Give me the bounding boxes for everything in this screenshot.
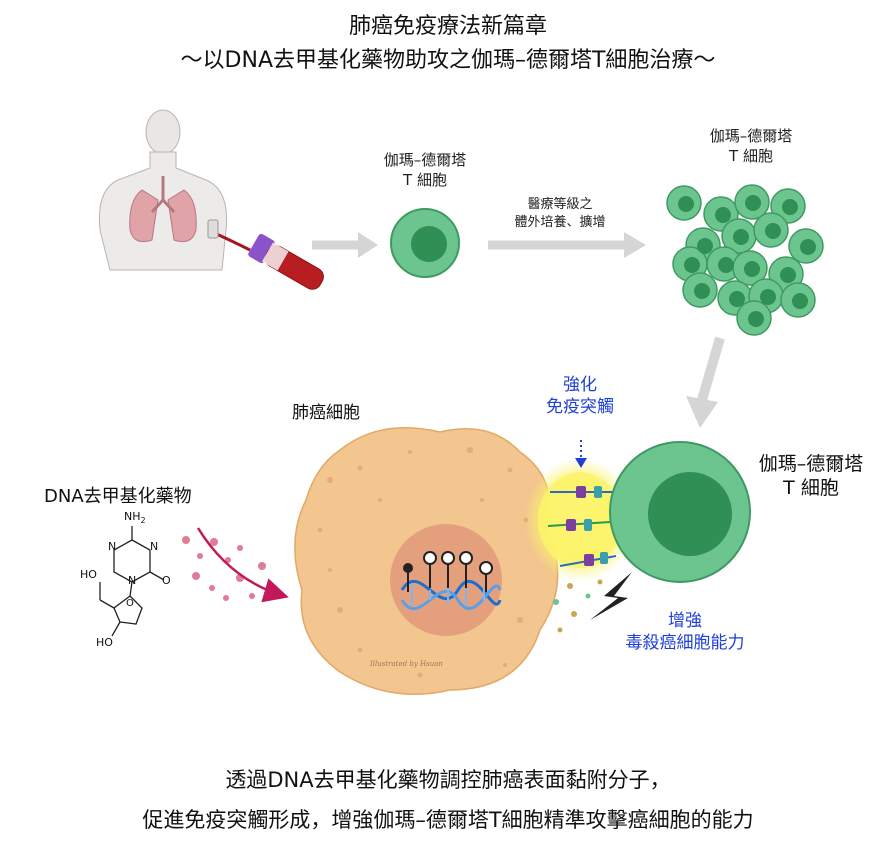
chemical-structure (99, 526, 165, 637)
illustrator-signature: Illustrated by Hsuan (370, 660, 443, 668)
caption-line-1: 透過DNA去甲基化藥物調控肺癌表面黏附分子， (225, 768, 671, 792)
page-subtitle: ～以DNA去甲基化藥物助攻之伽瑪–德爾塔T細胞治療～ (180, 48, 716, 73)
drug-particles (182, 527, 289, 603)
chem-n2: N (150, 540, 159, 553)
blood-tube (207, 219, 324, 290)
chem-nh2: NH2 (124, 510, 146, 526)
chem-o: O (162, 574, 171, 587)
chem-o-ring: O (126, 598, 134, 609)
synapse-label: 強化免疫突觸 (546, 375, 614, 417)
caption-line-2: 促進免疫突觸形成，增強伽瑪–德爾塔T細胞精準攻擊癌細胞的能力 (142, 808, 754, 832)
large-t-cell (609, 441, 751, 583)
page-title: 肺癌免疫療法新篇章 (348, 14, 547, 39)
cytotoxic-bolt (553, 572, 632, 633)
chem-ho2: HO (96, 636, 113, 649)
chem-ho1: HO (80, 568, 97, 581)
immune-synapse (524, 440, 636, 582)
kill-label: 增強毒殺癌細胞能力 (625, 611, 745, 653)
process-arrows (312, 232, 725, 428)
expanded-t-cell-cluster (666, 184, 824, 336)
expansion-label: 醫療等級之體外培養、擴增 (514, 197, 606, 230)
cancer-cell-label: 肺癌細胞 (292, 403, 360, 423)
human-figure (98, 109, 228, 271)
chem-n3: N (128, 574, 137, 587)
chem-n1: N (108, 540, 117, 553)
single-t-cell (390, 208, 460, 278)
drug-label: DNA去甲基化藥物 (44, 486, 192, 507)
lung-cancer-cell (294, 427, 559, 695)
